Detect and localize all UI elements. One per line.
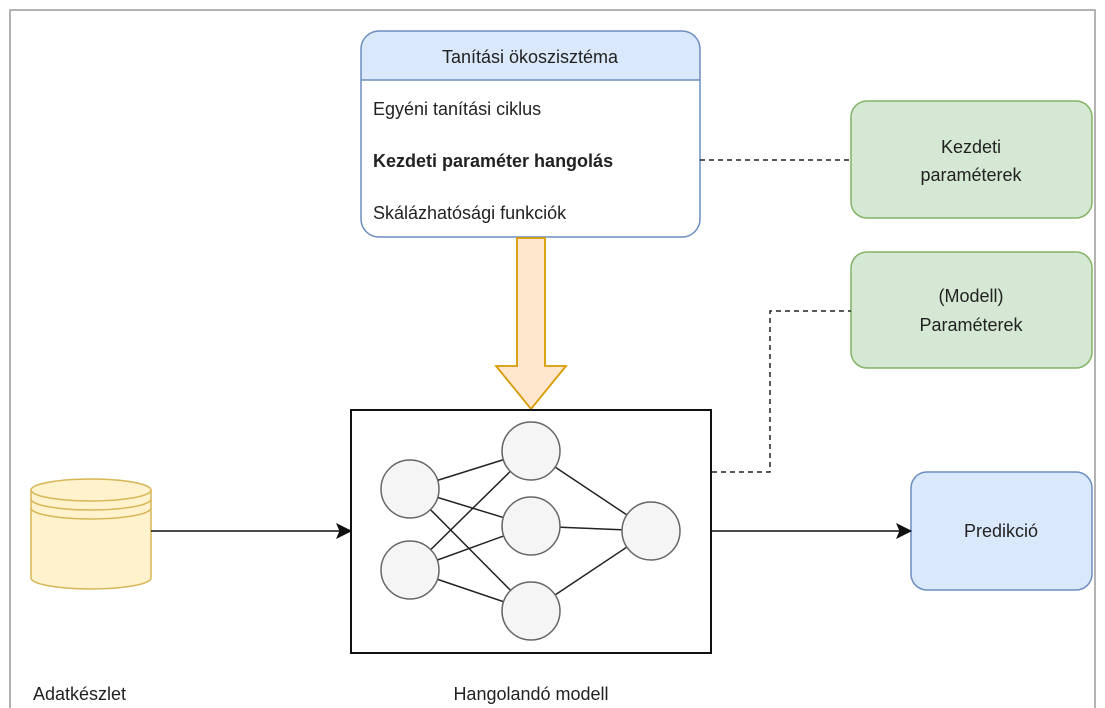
initial-params-box: Kezdeti paraméterek xyxy=(850,100,1093,219)
dataset-label: Adatkészlet xyxy=(33,684,126,704)
model-params-label-line2: Paraméterek xyxy=(919,315,1023,335)
model-params-box: (Modell) Paraméterek xyxy=(850,251,1093,369)
prediction-label: Predikció xyxy=(964,521,1038,541)
dataset-database-icon xyxy=(30,478,152,590)
network-node xyxy=(380,540,440,600)
network-node xyxy=(501,421,561,481)
ecosystem-box-body xyxy=(361,31,700,237)
network-node xyxy=(621,501,681,561)
initial-params-box-shape xyxy=(850,100,1093,219)
ecosystem-box-border xyxy=(360,30,701,238)
database-body xyxy=(30,490,152,590)
ecosystem-item-initial-tuning: Kezdeti paraméter hangolás xyxy=(373,151,613,171)
initial-params-label-line1: Kezdeti xyxy=(941,137,1001,157)
ecosystem-item-scalability: Skálázhatósági funkciók xyxy=(373,203,567,223)
model-params-box-shape xyxy=(850,251,1093,369)
ecosystem-header-bg xyxy=(361,31,700,80)
database-ring xyxy=(30,507,152,520)
network-node xyxy=(501,581,561,641)
dashed-connector-model-params xyxy=(712,310,851,473)
ecosystem-to-model-arrow xyxy=(494,237,568,411)
ecosystem-title: Tanítási ökoszisztéma xyxy=(442,47,619,67)
model-to-prediction-arrow-head xyxy=(896,522,913,540)
initial-params-label-line2: paraméterek xyxy=(920,165,1022,185)
model-params-label-line1: (Modell) xyxy=(938,286,1003,306)
database-ring xyxy=(30,498,152,511)
model-label: Hangolandó modell xyxy=(453,684,608,704)
ecosystem-item-custom-loop: Egyéni tanítási ciklus xyxy=(373,99,541,119)
dataset-to-model-arrow-head xyxy=(336,522,353,540)
ecosystem-box: Tanítási ökoszisztéma Egyéni tanítási ci… xyxy=(360,30,701,238)
network-nodes xyxy=(380,421,681,641)
network-node xyxy=(501,496,561,556)
database-top xyxy=(30,478,152,502)
prediction-box: Predikció xyxy=(910,471,1093,591)
network-node xyxy=(380,459,440,519)
